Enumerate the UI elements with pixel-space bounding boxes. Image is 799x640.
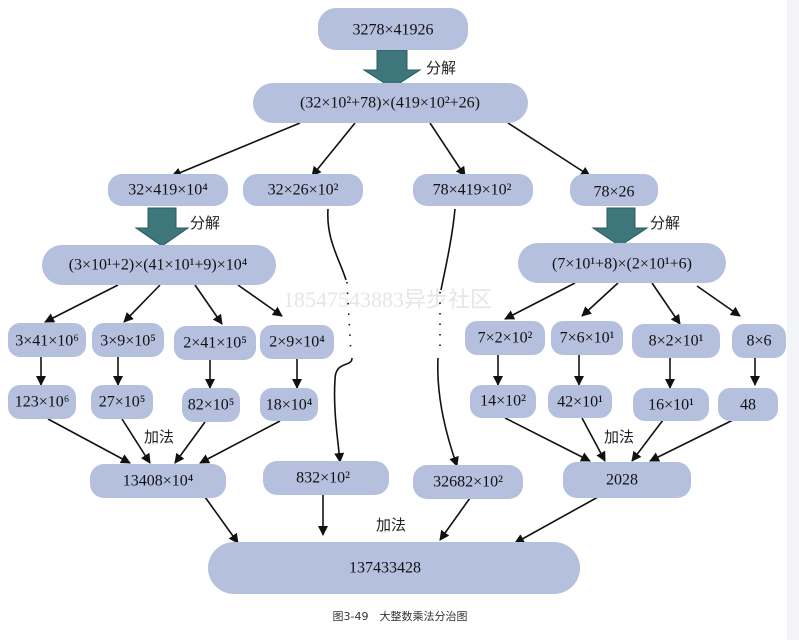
svg-text:3278×41926: 3278×41926 bbox=[352, 22, 433, 39]
svg-text:832×10²: 832×10² bbox=[296, 470, 350, 487]
node-la-0: 3×41×10⁶ bbox=[8, 323, 86, 357]
node-split: (32×10²+78)×(419×10²+26) bbox=[253, 83, 528, 123]
node-ra-0: 7×2×10² bbox=[465, 321, 545, 355]
node-root: 3278×41926 bbox=[318, 8, 468, 50]
svg-text:(7×10¹+8)×(2×10¹+6): (7×10¹+8)×(2×10¹+6) bbox=[552, 256, 692, 273]
decompose-label: 分解 bbox=[426, 59, 456, 77]
svg-text:48: 48 bbox=[740, 397, 756, 414]
add-label: 加法 bbox=[604, 428, 634, 446]
decompose-label: 分解 bbox=[190, 214, 220, 232]
svg-text:3×9×10⁵: 3×9×10⁵ bbox=[100, 333, 156, 350]
node-rb-2: 16×10¹ bbox=[633, 388, 709, 421]
svg-text:8×6: 8×6 bbox=[746, 333, 771, 350]
node-lb-1: 27×10⁵ bbox=[91, 385, 153, 419]
node-lb-2: 82×10⁵ bbox=[182, 388, 240, 422]
add-label: 加法 bbox=[144, 428, 174, 446]
node-la-3: 2×9×10⁴ bbox=[260, 325, 334, 359]
svg-text:(3×10¹+2)×(41×10¹+9)×10⁴: (3×10¹+2)×(41×10¹+9)×10⁴ bbox=[69, 257, 248, 274]
decompose-arrow-icon bbox=[591, 207, 649, 247]
node-lb-3: 18×10⁴ bbox=[260, 388, 318, 421]
node-ra-1: 7×6×10¹ bbox=[551, 321, 623, 355]
node-right-split: (7×10¹+8)×(2×10¹+6) bbox=[518, 243, 726, 283]
node-sum-2: 832×10² bbox=[263, 461, 389, 495]
edges bbox=[36, 122, 760, 544]
node-p4: 78×26 bbox=[570, 174, 658, 206]
node-p3: 78×419×10² bbox=[413, 174, 533, 206]
svg-text:32×419×10⁴: 32×419×10⁴ bbox=[128, 182, 208, 199]
svg-text:2028: 2028 bbox=[606, 472, 638, 489]
node-p2: 32×26×10² bbox=[243, 174, 363, 206]
node-rb-3: 48 bbox=[718, 388, 778, 421]
decompose-arrow-icon bbox=[362, 49, 422, 89]
svg-text:78×419×10²: 78×419×10² bbox=[433, 182, 512, 199]
svg-text:32×26×10²: 32×26×10² bbox=[268, 182, 339, 199]
svg-text:8×2×10¹: 8×2×10¹ bbox=[649, 333, 704, 350]
decompose-label: 分解 bbox=[650, 214, 680, 232]
node-rb-1: 42×10¹ bbox=[548, 385, 612, 418]
node-la-1: 3×9×10⁵ bbox=[92, 323, 164, 357]
node-ra-3: 8×6 bbox=[732, 324, 786, 358]
node-p1: 32×419×10⁴ bbox=[108, 174, 228, 206]
node-la-2: 2×41×10⁵ bbox=[174, 326, 256, 360]
node-sum-3: 32682×10² bbox=[413, 465, 523, 499]
figure-caption: 图3-49 大整数乘法分治图 bbox=[333, 609, 468, 623]
svg-text:(32×10²+78)×(419×10²+26): (32×10²+78)×(419×10²+26) bbox=[300, 95, 480, 112]
svg-text:42×10¹: 42×10¹ bbox=[557, 394, 603, 411]
add-label: 加法 bbox=[376, 516, 406, 534]
svg-text:7×2×10²: 7×2×10² bbox=[478, 330, 533, 347]
svg-text:32682×10²: 32682×10² bbox=[433, 474, 503, 491]
svg-text:7×6×10¹: 7×6×10¹ bbox=[560, 330, 615, 347]
svg-text:82×10⁵: 82×10⁵ bbox=[188, 397, 235, 414]
watermark: 18547543883异步社区 bbox=[283, 287, 492, 312]
node-ra-2: 8×2×10¹ bbox=[632, 324, 720, 358]
svg-text:16×10¹: 16×10¹ bbox=[648, 397, 694, 414]
decompose-arrow-icon bbox=[134, 207, 190, 247]
svg-text:123×10⁶: 123×10⁶ bbox=[15, 394, 70, 411]
svg-text:27×10⁵: 27×10⁵ bbox=[99, 394, 146, 411]
svg-text:14×10²: 14×10² bbox=[480, 393, 526, 410]
svg-text:3×41×10⁶: 3×41×10⁶ bbox=[15, 333, 79, 350]
svg-text:18×10⁴: 18×10⁴ bbox=[266, 397, 313, 414]
svg-text:78×26: 78×26 bbox=[593, 184, 634, 201]
node-lb-0: 123×10⁶ bbox=[8, 385, 76, 419]
node-left-split: (3×10¹+2)×(41×10¹+9)×10⁴ bbox=[42, 245, 276, 285]
right-scroll-strip bbox=[787, 0, 799, 640]
svg-text:2×41×10⁵: 2×41×10⁵ bbox=[183, 335, 247, 352]
svg-text:13408×10⁴: 13408×10⁴ bbox=[123, 473, 194, 490]
node-sum-1: 13408×10⁴ bbox=[90, 464, 226, 498]
svg-text:2×9×10⁴: 2×9×10⁴ bbox=[269, 334, 325, 351]
node-rb-0: 14×10² bbox=[470, 385, 536, 418]
node-final: 137433428 bbox=[208, 542, 580, 594]
svg-text:137433428: 137433428 bbox=[349, 560, 421, 577]
node-sum-4: 2028 bbox=[563, 462, 691, 498]
